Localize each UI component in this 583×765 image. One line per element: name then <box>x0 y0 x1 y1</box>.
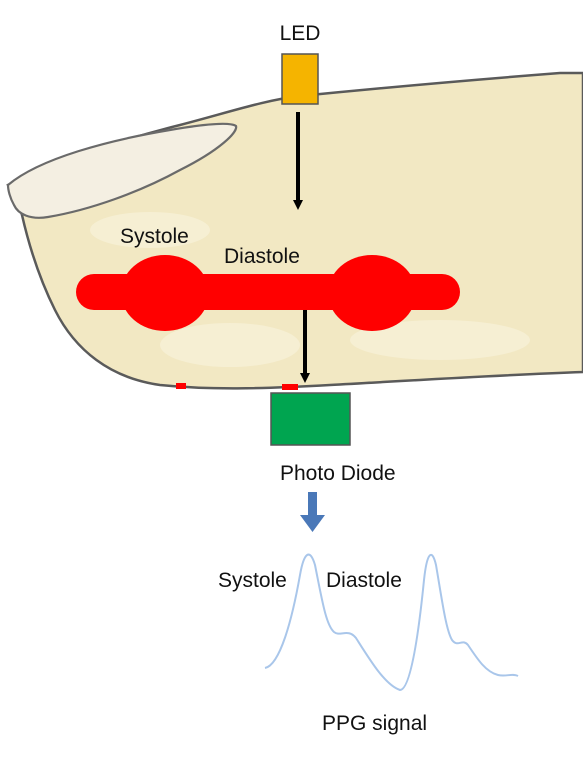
ppg-waveform <box>264 553 519 692</box>
vessel-bulge-diastole <box>328 255 416 331</box>
led-source <box>281 53 319 105</box>
systole-signal-label: Systole <box>218 569 287 592</box>
systole-vessel-label: Systole <box>120 225 189 248</box>
led-label: LED <box>280 22 321 45</box>
ppg-signal-label: PPG signal <box>322 712 427 735</box>
diastole-vessel-label: Diastole <box>224 245 300 268</box>
red-mark <box>282 384 298 390</box>
fingernail <box>6 122 238 219</box>
tissue-highlight <box>350 320 530 360</box>
photo-diode-label: Photo Diode <box>280 462 396 485</box>
signal-arrow <box>300 492 325 532</box>
tissue-highlight <box>160 323 300 367</box>
diastole-signal-label: Diastole <box>326 569 402 592</box>
vessel-bulge-systole <box>121 255 209 331</box>
red-mark <box>176 383 186 389</box>
blood-vessel <box>76 255 460 331</box>
tissue-highlight <box>90 212 210 248</box>
photo-diode <box>270 392 351 446</box>
